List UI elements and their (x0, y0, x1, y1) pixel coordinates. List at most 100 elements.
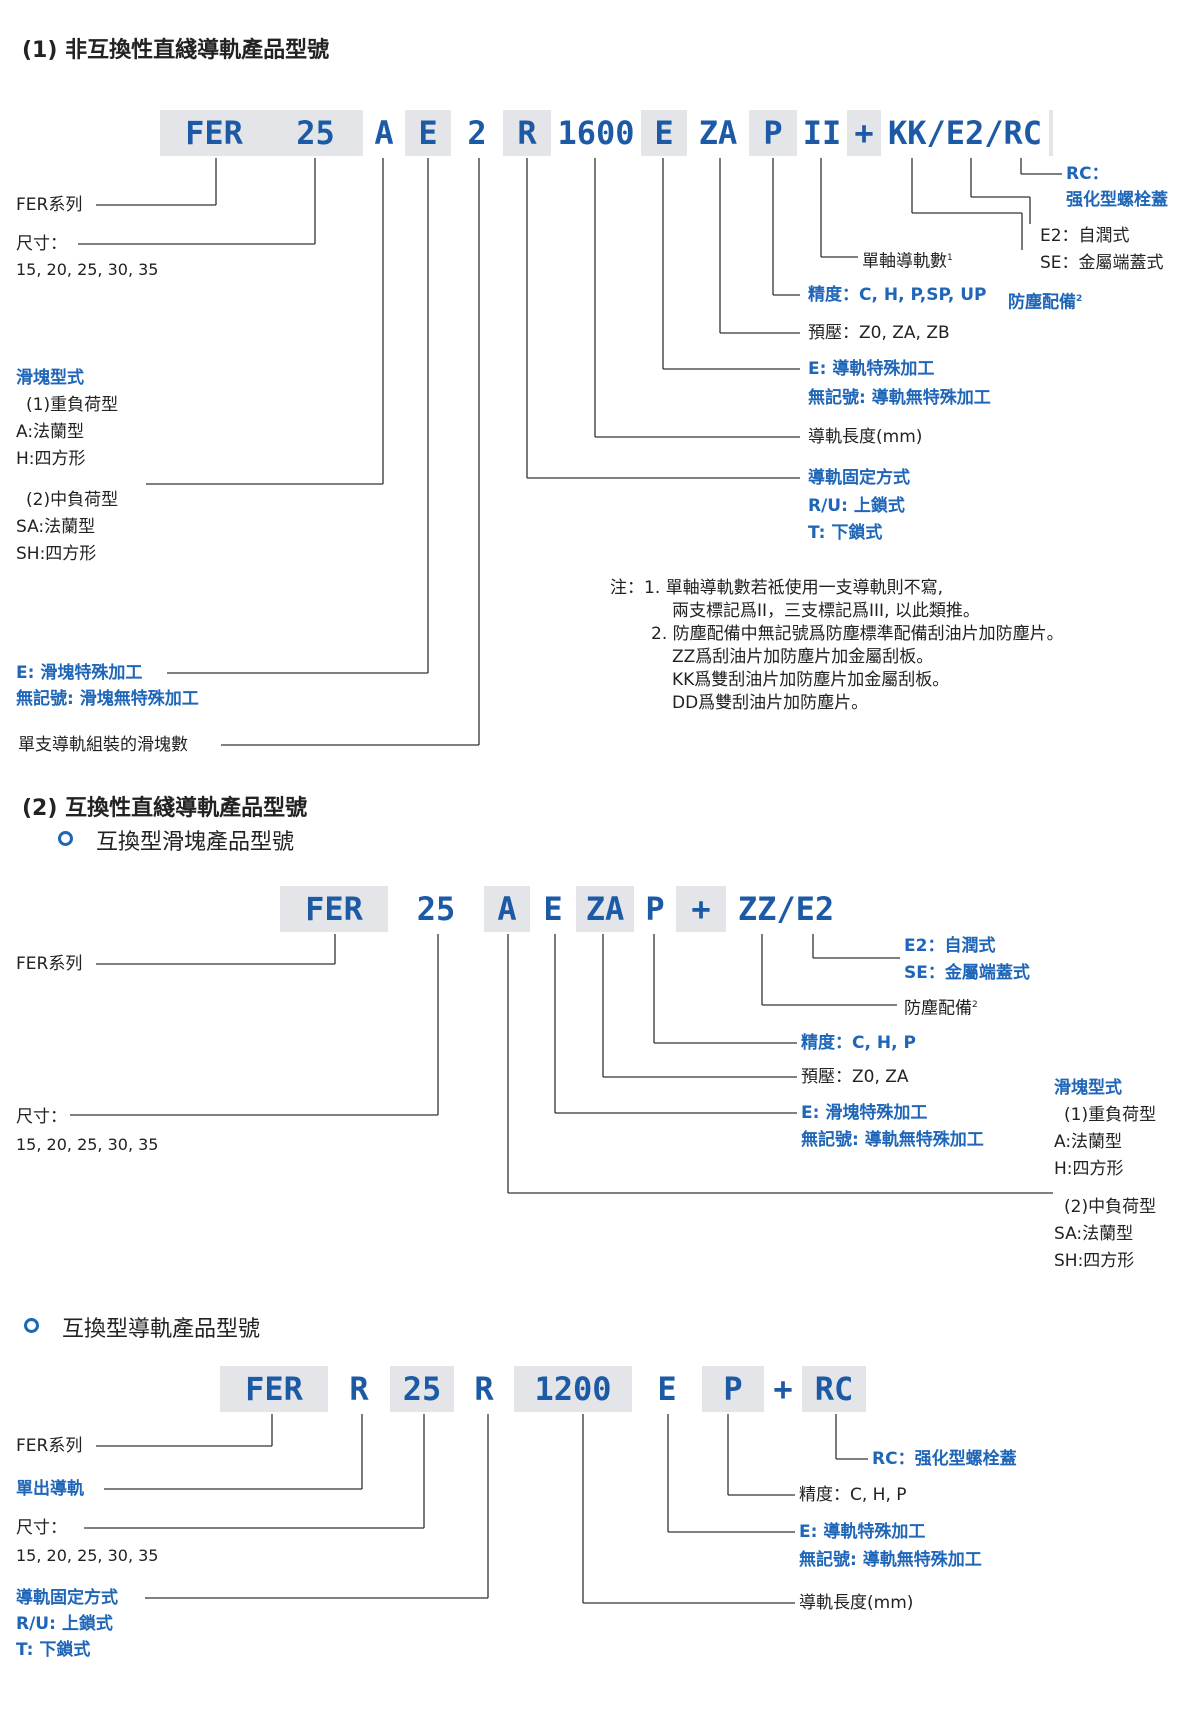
code-rail-fix: R (454, 1366, 514, 1412)
s1-rail-e: E: 導軌特殊加工 (808, 359, 935, 379)
note-line: 2. 防塵配備中無記號爲防塵標準配備刮油片加防塵片。 (651, 624, 1064, 644)
code-block-special: E (405, 110, 451, 156)
code-block-special: E (530, 886, 576, 932)
s1-rc-desc: 强化型螺栓蓋 (1066, 190, 1168, 210)
s2-medium: (2)中負荷型 (1064, 1197, 1157, 1217)
s2r-fix-t: T: 下鎖式 (16, 1640, 91, 1660)
code-plus: + (764, 1366, 802, 1412)
s2r-series-label: FER系列 (16, 1436, 83, 1456)
s1-fix-t: T: 下鎖式 (808, 523, 883, 543)
code-precision: P (702, 1366, 764, 1412)
s1-heavy-h: H:四方形 (16, 449, 86, 469)
s2-e2: E2：自潤式 (904, 936, 996, 956)
section2-sub1: 互換型滑塊產品型號 (96, 830, 295, 855)
s2-block-type-title: 滑塊型式 (1054, 1078, 1122, 1098)
code-preload: ZA (687, 110, 749, 156)
s1-se: SE：金屬端蓋式 (1040, 253, 1164, 273)
section1-connectors (78, 158, 1062, 746)
code-size: 25 (390, 1366, 454, 1412)
code-options: RC (802, 1366, 866, 1412)
s2-preload: 預壓：Z0, ZA (801, 1067, 909, 1087)
s1-precision: 精度：C, H, P,SP, UP (808, 285, 987, 305)
s2r-fix-title: 導軌固定方式 (16, 1588, 118, 1608)
s1-medium-sa: SA:法蘭型 (16, 517, 96, 537)
s2-heavy: (1)重負荷型 (1064, 1105, 1157, 1125)
s1-length: 導軌長度(mm) (808, 427, 923, 447)
s2-se: SE：金屬端蓋式 (904, 963, 1030, 983)
code-rail-length: 1200 (514, 1366, 632, 1412)
s2-block-e: E: 滑塊特殊加工 (801, 1103, 928, 1123)
s1-heavy: (1)重負荷型 (26, 395, 119, 415)
s2r-length: 導軌長度(mm) (799, 1593, 914, 1613)
code-series: FER (160, 110, 268, 156)
code-series: FER (220, 1366, 328, 1412)
code-block-type: A (363, 110, 405, 156)
code-precision: P (749, 110, 797, 156)
s1-series-label: FER系列 (16, 195, 83, 215)
code-block-type: A (484, 886, 530, 932)
code-single-rail: R (328, 1366, 390, 1412)
note-line: ZZ爲刮油片加防塵片加金屬刮板。 (672, 647, 934, 667)
s2-heavy-a: A:法蘭型 (1054, 1132, 1123, 1152)
code-precision: P (634, 886, 676, 932)
s2r-rail-e: E: 導軌特殊加工 (799, 1522, 926, 1542)
note-line: DD爲雙刮油片加防塵片。 (672, 693, 869, 713)
note-line: 注：1. 單軸導軌數若祗使用一支導軌則不寫, (610, 578, 944, 598)
s2r-size-label: 尺寸： (16, 1518, 67, 1538)
section2-rail-connectors (84, 1414, 868, 1604)
section2-sub2: 互換型導軌產品型號 (62, 1317, 261, 1342)
s1-blocks-per-rail: 單支導軌組裝的滑塊數 (18, 735, 188, 755)
s2-medium-sa: SA:法蘭型 (1054, 1224, 1134, 1244)
code-plus: + (676, 886, 726, 932)
s1-size-label: 尺寸： (16, 234, 67, 254)
code-rail-fix: R (503, 110, 551, 156)
code-block-count: 2 (451, 110, 503, 156)
s1-rail-none: 無記號: 導軌無特殊加工 (808, 388, 991, 408)
s1-medium: (2)中負荷型 (26, 490, 119, 510)
s2-medium-sh: SH:四方形 (1054, 1251, 1135, 1271)
s1-block-type-title: 滑塊型式 (16, 368, 84, 388)
code-options: ZZ/E2 (726, 886, 846, 932)
note-line: 兩支標記爲II，三支標記爲III, 以此類推。 (672, 601, 980, 621)
s1-block-none: 無記號: 滑塊無特殊加工 (16, 689, 199, 709)
bullet-icon (58, 831, 73, 846)
note-line: KK爲雙刮油片加防塵片加金屬刮板。 (672, 670, 950, 690)
bullet-icon (24, 1318, 39, 1333)
s1-rails: 單軸導軌數1 (862, 251, 953, 272)
s1-rc-label: RC： (1066, 164, 1109, 184)
s2r-single-rail: 單出導軌 (16, 1479, 84, 1499)
s1-e2: E2：自潤式 (1040, 226, 1130, 246)
s2r-precision: 精度：C, H, P (799, 1485, 907, 1505)
code-series: FER (280, 886, 388, 932)
s2-heavy-h: H:四方形 (1054, 1159, 1124, 1179)
s1-size-values: 15, 20, 25, 30, 35 (16, 260, 159, 279)
s2-rail-none: 無記號: 導軌無特殊加工 (801, 1130, 984, 1150)
section1-title: (1) 非互換性直綫導軌產品型號 (22, 38, 330, 63)
s1-fix-ru: R/U: 上鎖式 (808, 496, 905, 516)
code-rail-length: 1600 (551, 110, 641, 156)
s2r-size-values: 15, 20, 25, 30, 35 (16, 1546, 159, 1565)
code-rail-special: E (632, 1366, 702, 1412)
s2-dust: 防塵配備2 (904, 998, 978, 1019)
s1-preload: 預壓：Z0, ZA, ZB (808, 323, 950, 343)
section2-block-connectors (70, 934, 1053, 1194)
s2r-rc: RC：强化型螺栓蓋 (872, 1449, 1017, 1469)
code-size: 25 (268, 110, 363, 156)
code-rail-special: E (641, 110, 687, 156)
s2-size-values: 15, 20, 25, 30, 35 (16, 1135, 159, 1154)
code-options: KK/E2/RC (881, 110, 1049, 156)
s2r-rail-none: 無記號: 導軌無特殊加工 (799, 1550, 982, 1570)
s1-heavy-a: A:法蘭型 (16, 422, 85, 442)
s1-dust: 防塵配備2 (1008, 292, 1083, 313)
code-plus: + (847, 110, 881, 156)
s2-series-label: FER系列 (16, 954, 83, 974)
code-size: 25 (388, 886, 484, 932)
code-rails-per-axis: II (797, 110, 847, 156)
s2-size-label: 尺寸： (16, 1107, 67, 1127)
s1-block-e: E: 滑塊特殊加工 (16, 663, 143, 683)
section2-title: (2) 互換性直綫導軌產品型號 (22, 796, 308, 821)
code-preload: ZA (576, 886, 634, 932)
s1-fix-title: 導軌固定方式 (808, 468, 910, 488)
s1-medium-sh: SH:四方形 (16, 544, 97, 564)
